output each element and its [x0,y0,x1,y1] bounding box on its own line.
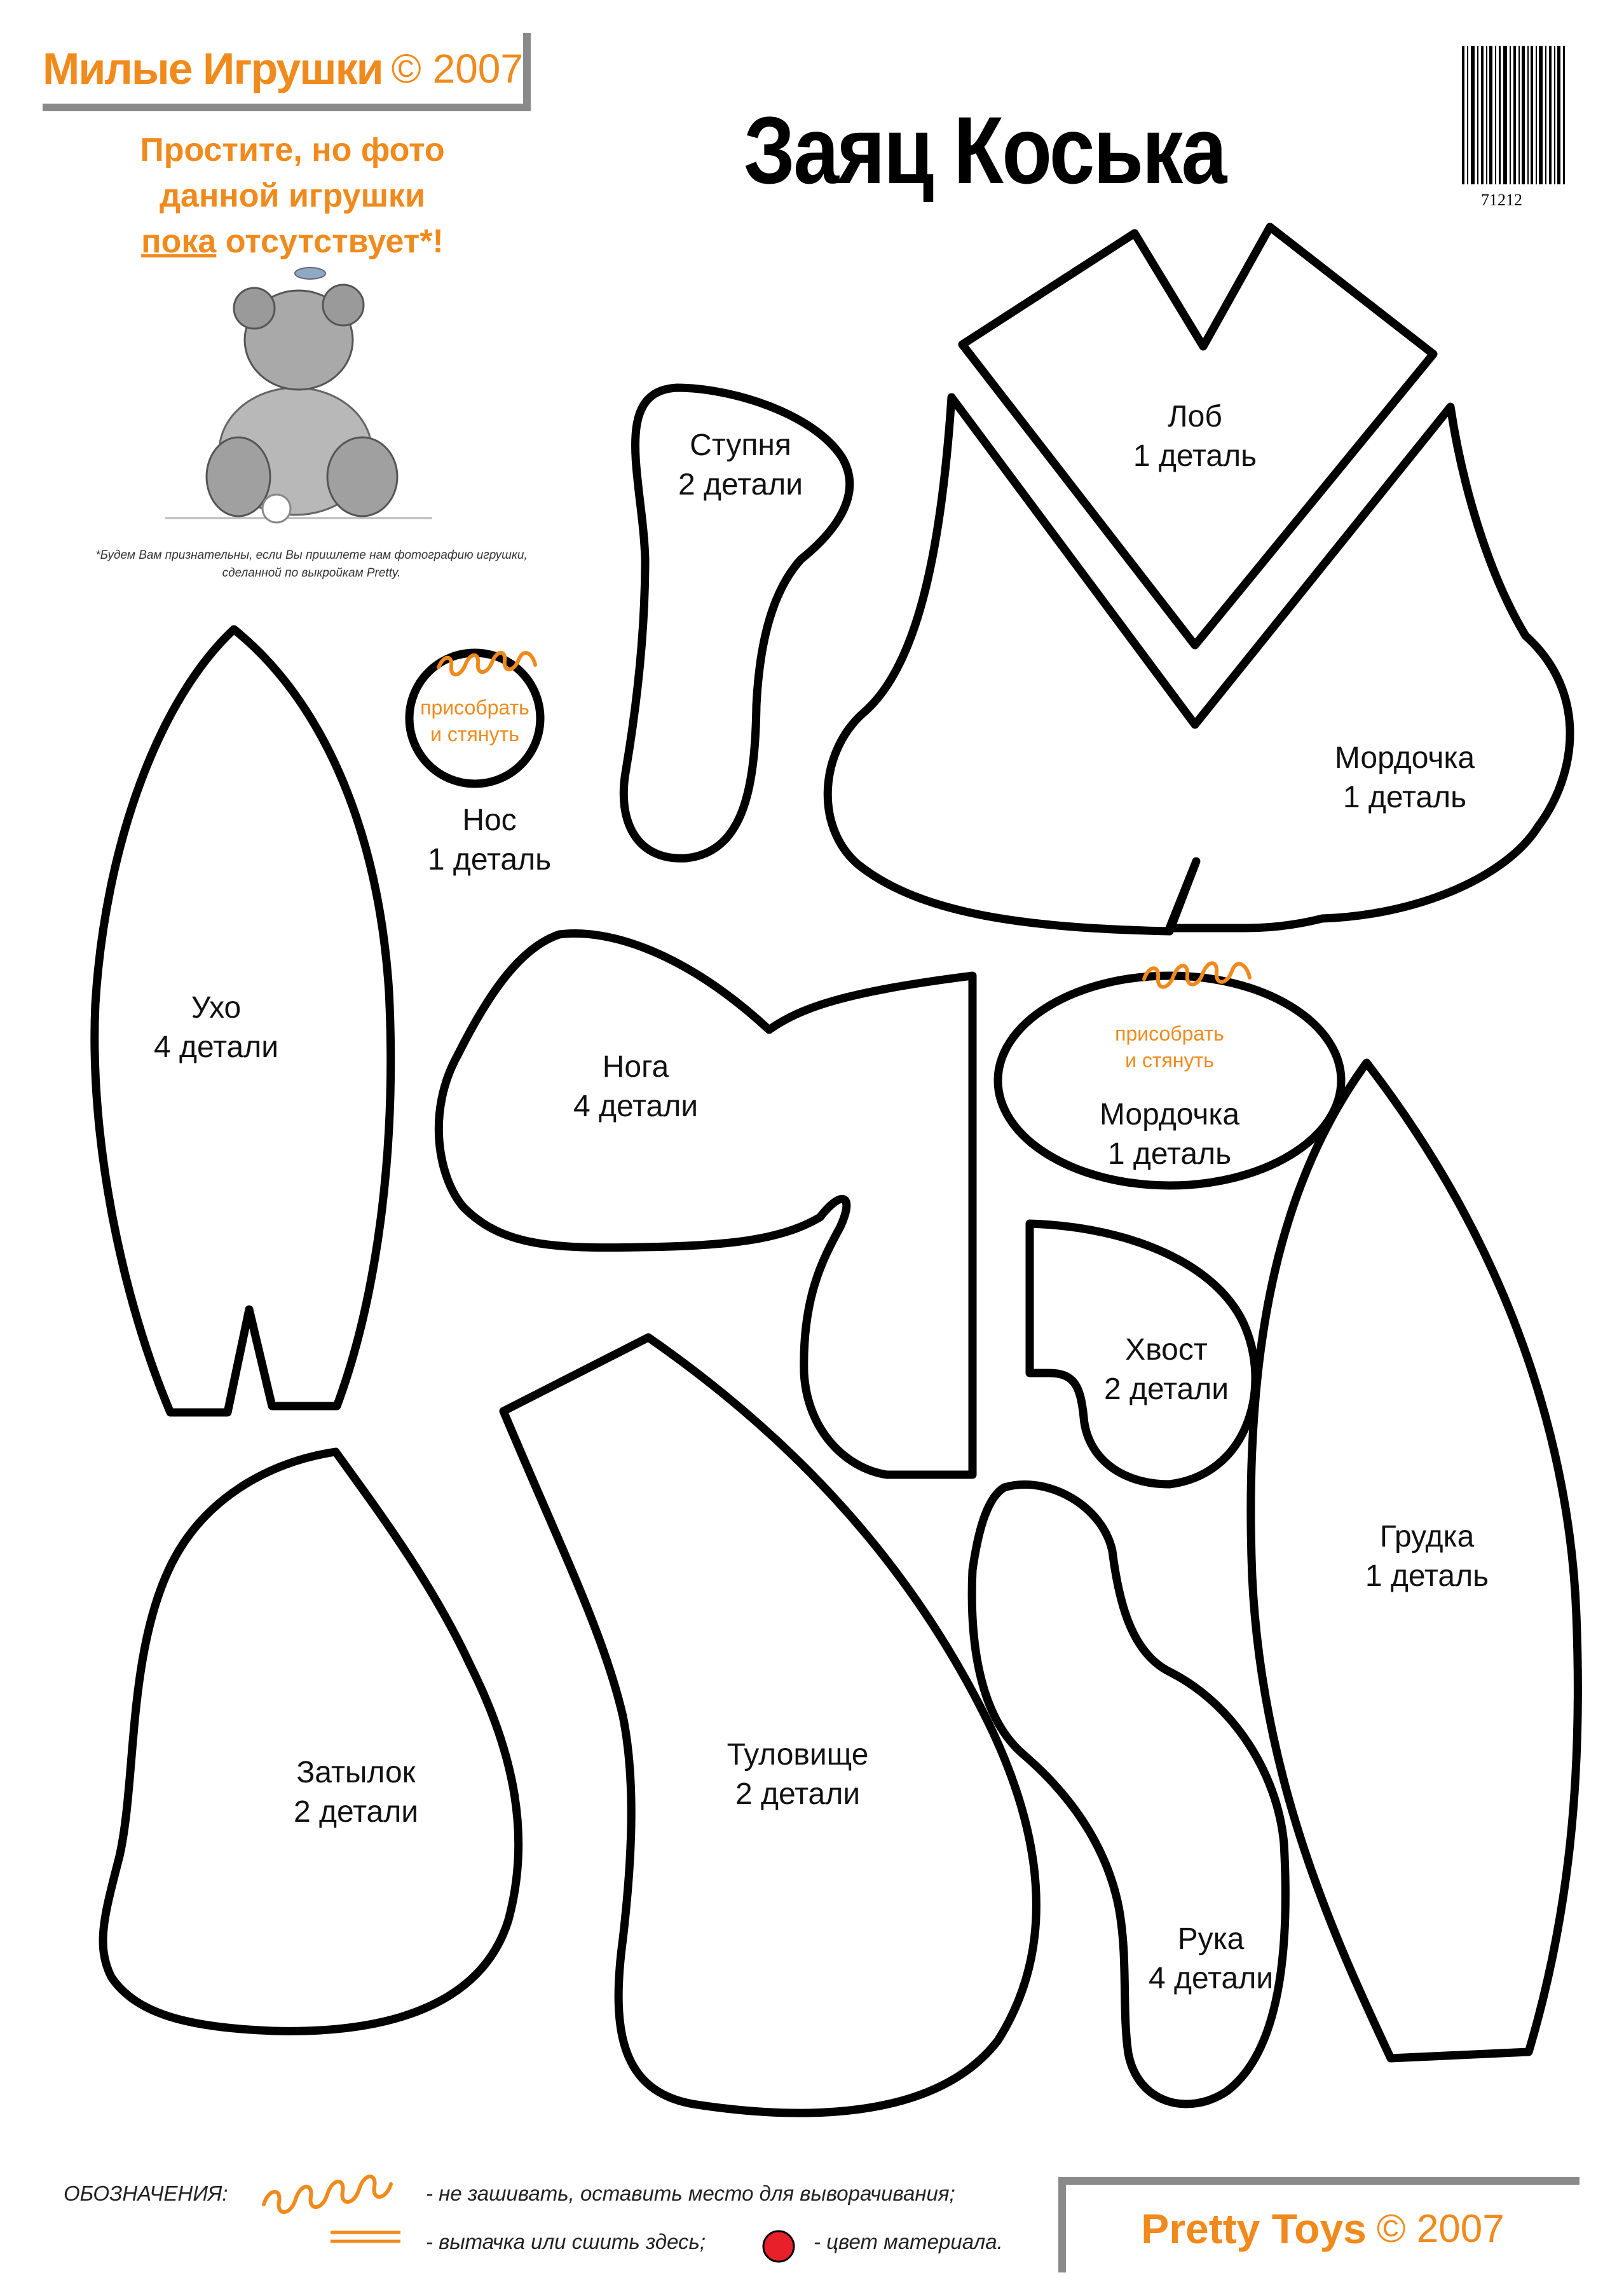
label-body-name: Туловище [727,1738,869,1772]
gather-mark-nose [437,650,537,677]
label-sole: Ступня 2 детали [661,426,820,505]
label-leg-count: 4 детали [573,1090,699,1123]
legend-material: - цвет материала. [814,2230,1003,2253]
label-tail: Хвост 2 детали [1087,1330,1246,1409]
label-muzzle-oval-name: Мордочка [1099,1098,1240,1131]
label-tail-count: 2 детали [1103,1372,1229,1406]
footnote-line-1: *Будем Вам признательны, если Вы пришлет… [95,549,528,562]
label-forehead: Лоб 1 деталь [1116,397,1274,476]
label-muzzle-oval-count: 1 деталь [1107,1137,1232,1171]
legend-heading: ОБОЗНАЧЕНИЯ: [64,2182,228,2205]
notice-line-3-rest: отсутствует*! [225,223,444,260]
piece-nose-outline [405,648,545,788]
piece-muzzle-oval-outline [993,971,1346,1190]
footnote: *Будем Вам признательны, если Вы пришлет… [38,547,585,582]
footer-brand-year: © 2007 [1376,2206,1505,2251]
label-muzzle-oval-gather: присобрать и стянуть [1093,1020,1246,1074]
barcode-number: 71212 [1481,191,1522,209]
label-back-head: Затылок 2 детали [276,1753,435,1832]
label-body-count: 2 детали [735,1777,861,1811]
piece-tail-outline [1025,1219,1260,1489]
notice-line-3: пока отсутствует*! [95,219,489,264]
label-ear: Ухо 4 детали [137,988,296,1067]
label-nose-gather-2: и стянуть [430,723,519,746]
label-back-head-count: 2 детали [293,1795,419,1829]
label-forehead-count: 1 деталь [1133,439,1257,473]
footer-brand-name: Pretty Toys [1141,2205,1367,2252]
legend-no-sew: - не зашивать, оставить место для вывора… [426,2182,955,2205]
piece-back-head-outline [99,1447,523,2035]
brand-name: Милые Игрушки [43,43,384,93]
label-arm-count: 4 детали [1148,1962,1274,1995]
label-arm-name: Рука [1177,1922,1245,1956]
brand-box: Милые Игрушки © 2007 [43,33,531,111]
label-nose-count: 1 деталь [427,843,552,877]
label-muzzle-oval: Мордочка 1 деталь [1074,1095,1265,1174]
piece-leg-outline [434,929,977,1479]
piece-ear-outline [90,625,395,1417]
label-back-head-name: Затылок [296,1756,416,1789]
piece-forehead-outline [958,222,1438,650]
piece-sole-outline [619,383,854,863]
label-sole-name: Ступня [690,428,791,462]
notice-line-1: Простите, но фото [140,132,445,168]
brand-year: © 2007 [391,45,523,92]
missing-photo-notice: Простите, но фото данной игрушки пока от… [95,127,489,264]
label-chest: Грудка 1 деталь [1348,1517,1506,1596]
label-ear-count: 4 детали [153,1030,279,1064]
teddy-bear-illustration [165,267,432,524]
piece-chest-outline [1246,1058,1582,2063]
footer-brand-box: Pretty Toys © 2007 [1058,2177,1580,2272]
barcode-icon [1462,46,1565,184]
label-chest-count: 1 деталь [1365,1559,1489,1593]
footnote-line-2: сделанной по выкройкам Pretty. [222,566,401,580]
label-muzzle-oval-gather-2: и стянуть [1125,1049,1214,1072]
label-muzzle-large: Мордочка 1 деталь [1309,739,1500,817]
label-nose: Нос 1 деталь [407,801,572,880]
notice-underlined-word: пока [141,223,217,260]
piece-arm-outline [967,1480,1290,2108]
label-sole-count: 2 детали [678,468,803,502]
label-arm: Рука 4 детали [1131,1920,1290,1998]
piece-body-outline [499,1333,1041,2117]
label-muzzle-oval-gather-1: присобрать [1115,1022,1224,1045]
gather-mark-muzzle-oval [1142,961,1252,989]
notice-line-2: данной игрушки [160,177,425,214]
label-leg: Нога 4 детали [556,1048,715,1126]
label-nose-gather-1: присобрать [420,696,529,719]
label-nose-name: Нос [462,803,517,837]
page-title: Заяц Коська [744,97,1227,203]
material-color-dot-icon [762,2230,795,2263]
legend-symbols [262,2175,400,2243]
legend: ОБОЗНАЧЕНИЯ: - не зашивать, оставить мес… [64,2174,1055,2282]
label-tail-name: Хвост [1125,1333,1208,1367]
label-nose-gather: присобрать и стянуть [399,694,551,748]
label-body: Туловище 2 детали [715,1735,880,1814]
label-muzzle-large-count: 1 деталь [1342,781,1467,814]
label-ear-name: Ухо [191,991,242,1025]
label-forehead-name: Лоб [1168,400,1222,434]
legend-dart: - вытачка или сшить здесь; [426,2230,706,2253]
piece-muzzle-large-outline [823,393,1574,936]
label-chest-name: Грудка [1379,1520,1475,1554]
label-muzzle-large-name: Мордочка [1334,741,1475,775]
no-sew-squiggle-icon [262,2175,393,2214]
label-leg-name: Нога [602,1050,669,1084]
